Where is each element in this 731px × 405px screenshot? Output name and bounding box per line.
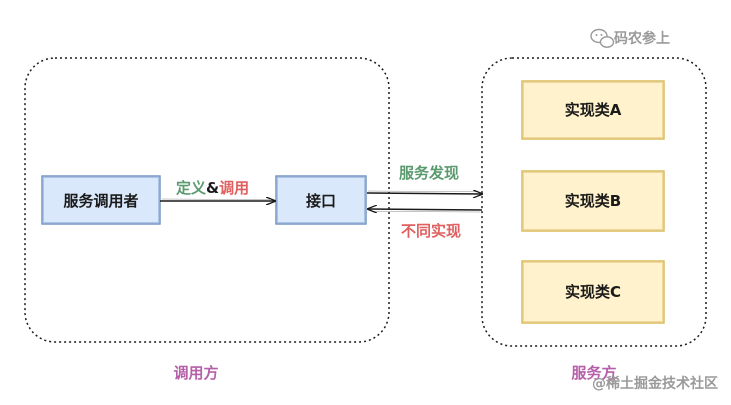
service-caller-label: 服务调用者 <box>63 192 138 210</box>
define-call-label: 定义&调用 <box>176 179 249 197</box>
watermark-bottom-text: @稀土掘金技术社区 <box>592 375 718 392</box>
caller-group-label: 调用方 <box>173 364 218 382</box>
wechat-icon <box>590 28 615 48</box>
service-caller-node: 服务调用者 <box>41 175 161 225</box>
service-discovery-label: 服务发现 <box>399 164 459 182</box>
caller-group-boundary <box>24 57 390 343</box>
define-label: 定义 <box>176 179 206 197</box>
ampersand-label: & <box>206 179 219 197</box>
different-impl-label: 不同实现 <box>401 222 461 240</box>
service-discovery-arrow <box>366 193 482 194</box>
impl-node-a: 实现类A <box>521 80 665 140</box>
different-impl-arrow-sketch <box>371 211 481 213</box>
service-discovery-arrow-sketch <box>367 190 479 193</box>
impl-b-label: 实现类B <box>565 192 621 210</box>
interface-label: 接口 <box>306 192 336 210</box>
provider-group-boundary <box>481 57 707 347</box>
impl-c-label: 实现类C <box>565 283 621 301</box>
call-label: 调用 <box>219 179 249 197</box>
impl-node-b: 实现类B <box>521 170 665 232</box>
watermark-top: 码农参上 <box>590 28 670 48</box>
impl-node-c: 实现类C <box>521 260 665 324</box>
impl-a-label: 实现类A <box>565 101 622 119</box>
different-impl-arrow <box>368 209 483 210</box>
interface-node: 接口 <box>275 175 367 225</box>
provider-group-label: 服务方 <box>571 364 616 382</box>
watermark-top-text: 码农参上 <box>614 30 670 47</box>
define-call-arrow-sketch <box>161 198 271 200</box>
